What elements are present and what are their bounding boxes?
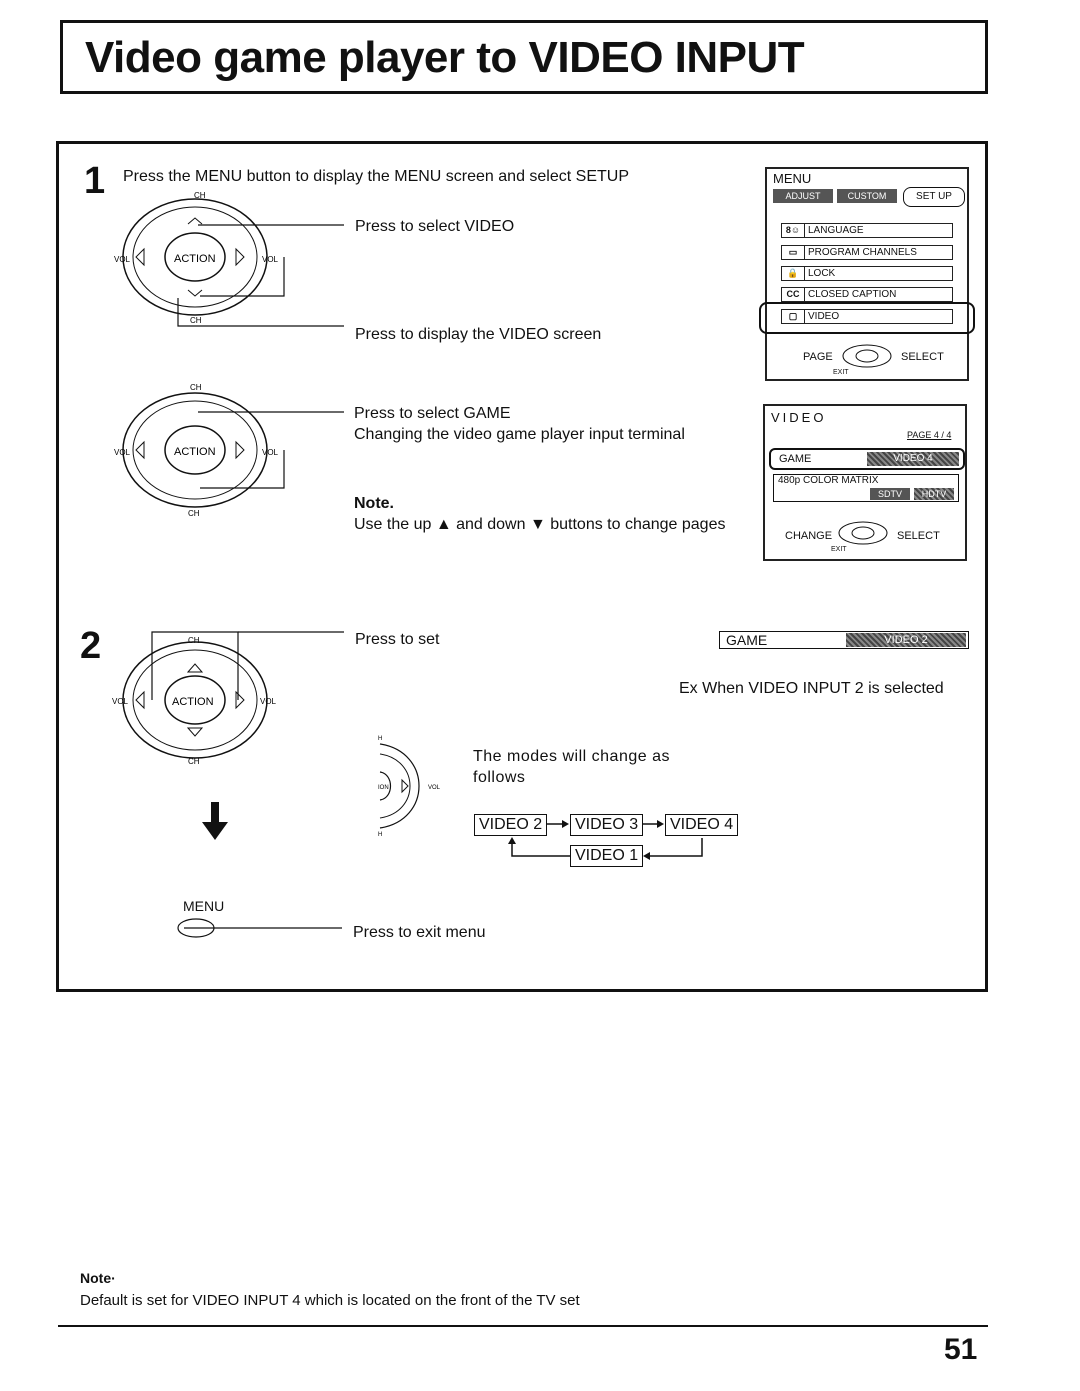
remote-dpad-diagram-1: CH ACTION VOL VOL CH — [114, 191, 344, 327]
game-row[interactable]: GAME VIDEO 4 — [769, 448, 965, 470]
callout-changing-input: Changing the video game player input ter… — [354, 426, 685, 443]
svg-text:VOL: VOL — [428, 785, 441, 791]
page-indicator: PAGE 4 / 4 — [907, 430, 952, 440]
callout-select-video: Press to select VIDEO — [355, 218, 515, 235]
svg-text:VOL: VOL — [262, 255, 279, 264]
footer-divider — [58, 1325, 988, 1327]
flow-video-3: VIDEO 3 — [570, 814, 644, 836]
footer-note-heading: Note· — [80, 1270, 116, 1286]
svg-text:CH: CH — [190, 316, 202, 325]
menu-item-language[interactable]: 8☺ LANGUAGE — [781, 223, 953, 238]
svg-text:ACTION: ACTION — [174, 253, 216, 265]
exit-label: EXIT — [833, 369, 849, 376]
menu-item-closed-caption[interactable]: CC CLOSED CAPTION — [781, 287, 953, 302]
svg-text:ACTION: ACTION — [174, 446, 216, 458]
callout-select-game: Press to select GAME — [354, 405, 511, 422]
example-text: Ex When VIDEO INPUT 2 is selected — [679, 680, 944, 697]
divider — [767, 333, 967, 334]
video-screen: VIDEO PAGE 4 / 4 GAME VIDEO 4 480p COLOR… — [763, 404, 967, 561]
game-row-value: VIDEO 4 — [867, 452, 959, 466]
tv-icon: ▭ — [782, 246, 805, 259]
menu-item-video[interactable]: ▢ VIDEO — [781, 309, 953, 324]
remote-dpad-diagram-2: CH ACTION VOL VOL CH — [114, 383, 344, 518]
footer-note-text: Default is set for VIDEO INPUT 4 which i… — [80, 1292, 580, 1309]
language-icon: 8☺ — [782, 224, 805, 237]
step-1-instruction: Press the MENU button to display the MEN… — [123, 168, 629, 185]
dpad-mini-icon — [838, 521, 888, 545]
remote-partial-diagram: H ION VOL H — [378, 736, 441, 838]
svg-text:H: H — [378, 736, 382, 742]
modes-text: The modes will change as follows — [473, 748, 670, 786]
video-icon: ▢ — [782, 310, 805, 323]
menu-item-lock[interactable]: 🔒 LOCK — [781, 266, 953, 281]
svg-text:CH: CH — [188, 636, 200, 645]
color-matrix-label: 480p COLOR MATRIX — [778, 475, 879, 486]
svg-text:CH: CH — [188, 509, 200, 518]
svg-text:VOL: VOL — [114, 255, 131, 264]
svg-text:VOL: VOL — [262, 448, 279, 457]
callout-press-to-set: Press to set — [355, 631, 440, 648]
flow-arrows — [508, 820, 703, 860]
dpad-mini-icon — [842, 344, 892, 368]
menu-button-icon — [177, 918, 342, 938]
flow-video-1: VIDEO 1 — [570, 845, 644, 867]
tab-setup[interactable]: SET UP — [903, 187, 965, 207]
menu-screen: MENU ADJUST CUSTOM SET UP 8☺ LANGUAGE ▭ … — [759, 167, 975, 381]
page-title: Video game player to VIDEO INPUT — [85, 33, 805, 82]
menu-item-program-channels[interactable]: ▭ PROGRAM CHANNELS — [781, 245, 953, 260]
game-row-label: GAME — [779, 453, 812, 465]
menu-screen-title: MENU — [773, 171, 812, 186]
svg-text:ACTION: ACTION — [172, 696, 214, 708]
page-label: PAGE — [803, 351, 833, 363]
select-label: SELECT — [897, 530, 940, 542]
lock-icon: 🔒 — [782, 267, 805, 280]
remote-dpad-diagram-3: CH ACTION VOL VOL CH — [112, 631, 344, 766]
svg-text:VOL: VOL — [114, 448, 131, 457]
select-label: SELECT — [901, 351, 944, 363]
game-bar-label: GAME — [726, 632, 768, 648]
tab-custom[interactable]: CUSTOM — [837, 189, 897, 203]
game-bar-value: VIDEO 2 — [846, 633, 966, 647]
color-matrix-row[interactable]: 480p COLOR MATRIX SDTV HDTV — [773, 474, 959, 502]
option-sdtv[interactable]: SDTV — [870, 488, 910, 500]
note-heading-step1: Note. — [354, 495, 394, 512]
menu-button-label: MENU — [183, 898, 225, 914]
step-2-number: 2 — [80, 625, 102, 667]
down-arrow-icon — [202, 802, 228, 840]
tab-adjust[interactable]: ADJUST — [773, 189, 833, 203]
page-title-box: Video game player to VIDEO INPUT — [60, 20, 988, 94]
exit-menu-text: Press to exit menu — [353, 924, 486, 941]
svg-text:VOL: VOL — [112, 697, 129, 706]
step-1-number: 1 — [84, 160, 106, 202]
svg-text:ION: ION — [378, 785, 389, 791]
svg-text:CH: CH — [188, 757, 200, 766]
flow-video-4: VIDEO 4 — [665, 814, 739, 836]
svg-text:H: H — [378, 832, 382, 838]
game-input-bar: GAME VIDEO 2 — [719, 631, 969, 649]
selection-highlight-video — [759, 302, 975, 334]
option-hdtv[interactable]: HDTV — [914, 488, 954, 500]
change-label: CHANGE — [785, 530, 833, 542]
instruction-panel — [56, 141, 988, 992]
page-number: 51 — [944, 1333, 978, 1366]
video-screen-title: VIDEO — [771, 410, 827, 425]
svg-text:CH: CH — [190, 383, 202, 392]
svg-text:CH: CH — [194, 191, 206, 200]
flow-video-2: VIDEO 2 — [474, 814, 548, 836]
cc-icon: CC — [782, 288, 805, 301]
note-text-step1: Use the up ▲ and down ▼ buttons to chang… — [354, 516, 726, 533]
exit-label: EXIT — [831, 546, 847, 553]
svg-text:VOL: VOL — [260, 697, 277, 706]
callout-display-video: Press to display the VIDEO screen — [355, 326, 602, 343]
